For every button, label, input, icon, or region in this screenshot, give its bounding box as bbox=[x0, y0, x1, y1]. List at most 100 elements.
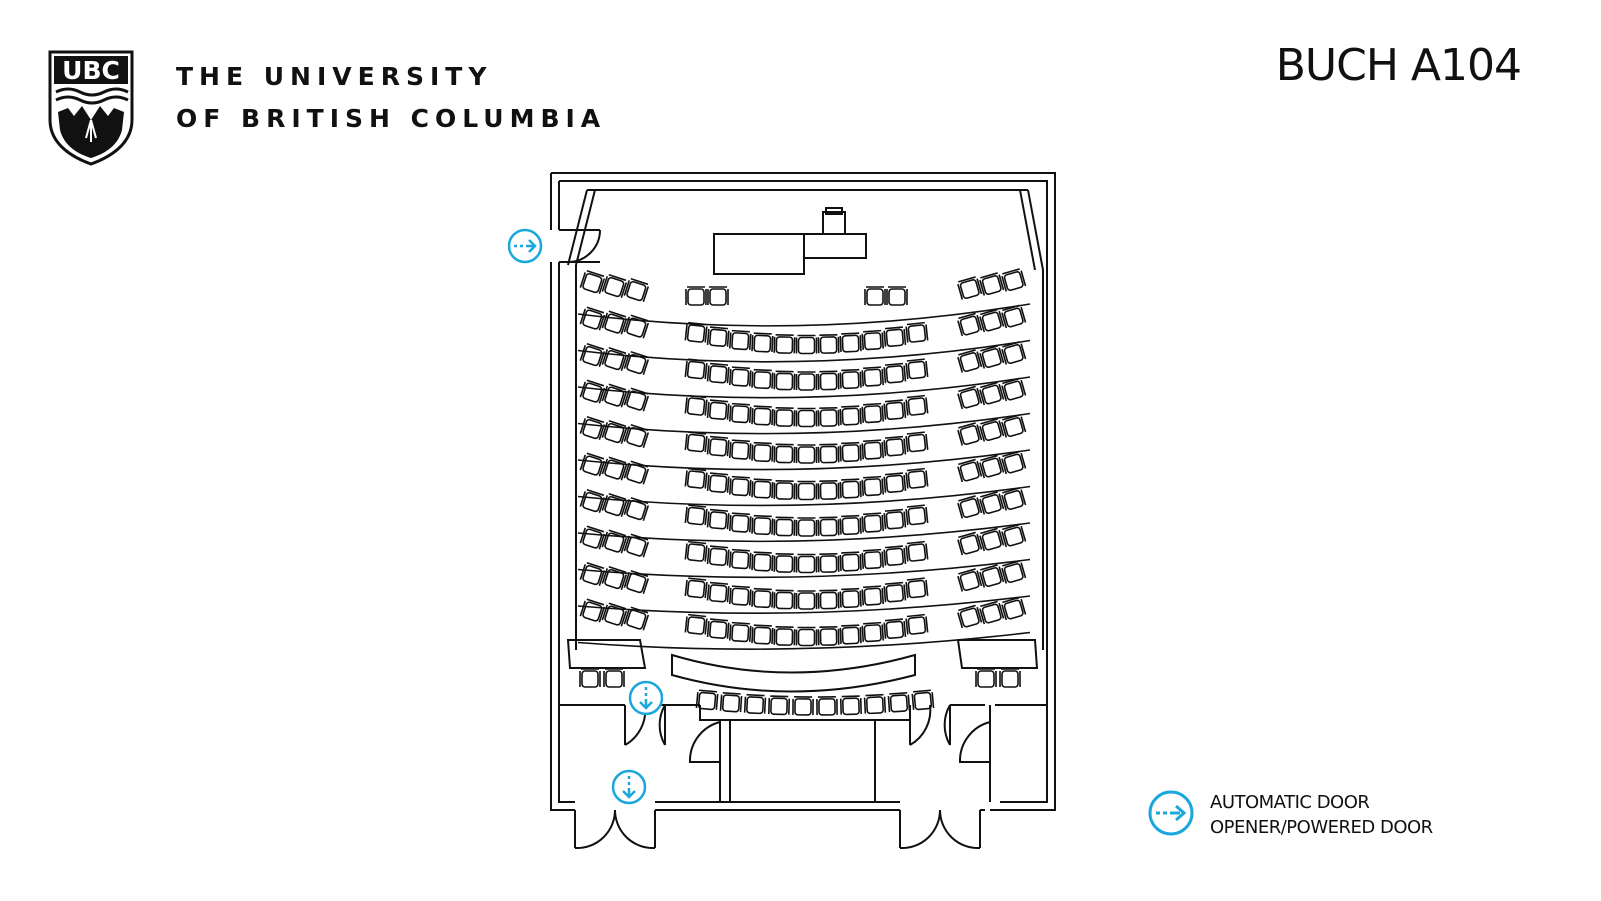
seat bbox=[1001, 523, 1027, 548]
seat bbox=[905, 577, 929, 599]
legend-line2: OPENER/POWERED DOOR bbox=[1210, 817, 1433, 838]
front-table-left bbox=[566, 639, 647, 669]
seat bbox=[817, 370, 840, 391]
seat bbox=[905, 467, 929, 489]
svg-text:UBC: UBC bbox=[62, 56, 120, 85]
door-back-1 bbox=[624, 704, 666, 746]
seat bbox=[817, 553, 840, 573]
seat bbox=[839, 514, 862, 536]
seat bbox=[579, 269, 606, 294]
seat bbox=[706, 435, 730, 457]
inner-wall bbox=[559, 180, 1048, 803]
seat bbox=[623, 387, 650, 412]
automatic-door-marker-icon bbox=[611, 769, 647, 805]
ubc-crest-logo: UBC bbox=[48, 50, 134, 166]
seat bbox=[839, 624, 862, 645]
seat bbox=[706, 362, 730, 384]
seat bbox=[883, 508, 907, 530]
seat bbox=[579, 379, 606, 404]
seat bbox=[1001, 596, 1027, 621]
seat bbox=[706, 545, 730, 567]
front-table-center bbox=[671, 653, 916, 693]
legend-line1: AUTOMATIC DOOR bbox=[1210, 792, 1370, 813]
seat bbox=[623, 423, 650, 448]
seat bbox=[839, 441, 862, 463]
seat bbox=[684, 431, 708, 453]
seat bbox=[883, 472, 907, 494]
seat bbox=[751, 368, 774, 390]
seat bbox=[601, 273, 628, 298]
seat bbox=[883, 581, 907, 603]
seat bbox=[728, 585, 752, 606]
seat bbox=[751, 587, 774, 609]
seat bbox=[817, 626, 840, 646]
automatic-door-marker-icon bbox=[507, 228, 543, 264]
seat bbox=[817, 443, 840, 464]
seat bbox=[579, 598, 606, 623]
seat bbox=[728, 439, 752, 460]
legend-text: AUTOMATIC DOOR OPENER/POWERED DOOR bbox=[1210, 790, 1433, 840]
seat bbox=[839, 332, 862, 353]
seat bbox=[795, 553, 818, 574]
seat bbox=[887, 691, 911, 713]
seat bbox=[601, 383, 628, 408]
seat bbox=[773, 516, 796, 537]
seat bbox=[1001, 341, 1027, 365]
seat bbox=[684, 613, 708, 635]
door-exit-left bbox=[574, 809, 656, 850]
seat bbox=[751, 332, 774, 353]
seat bbox=[795, 444, 818, 464]
row-desk-line bbox=[577, 376, 1031, 399]
seat bbox=[728, 512, 752, 533]
seat bbox=[817, 589, 840, 610]
seat bbox=[905, 613, 929, 635]
seat bbox=[728, 402, 752, 424]
seat bbox=[751, 624, 774, 645]
row-desk-line bbox=[577, 412, 1031, 435]
seat bbox=[706, 472, 730, 494]
seat bbox=[861, 329, 885, 351]
seat bbox=[751, 551, 774, 572]
seat bbox=[792, 696, 814, 716]
seat bbox=[1001, 377, 1027, 402]
seat bbox=[623, 606, 650, 631]
university-name: THE UNIVERSITY OF BRITISH COLUMBIA bbox=[176, 56, 606, 140]
seat bbox=[957, 422, 983, 446]
seat bbox=[579, 488, 606, 513]
seat bbox=[883, 362, 907, 384]
seat bbox=[579, 668, 601, 688]
seat bbox=[728, 329, 752, 351]
seat bbox=[861, 475, 885, 497]
seat bbox=[1001, 268, 1027, 292]
seat bbox=[979, 345, 1005, 369]
seat bbox=[905, 431, 929, 453]
seat bbox=[706, 399, 730, 421]
seat bbox=[579, 452, 606, 477]
seat bbox=[979, 564, 1005, 588]
university-name-line1: THE UNIVERSITY bbox=[176, 62, 493, 91]
seat bbox=[1001, 414, 1027, 438]
seat bbox=[601, 419, 628, 444]
seat bbox=[623, 277, 650, 302]
seat bbox=[685, 286, 707, 306]
seat bbox=[979, 418, 1005, 442]
outer-wall bbox=[551, 172, 1056, 811]
seat bbox=[751, 514, 774, 536]
seat bbox=[795, 407, 818, 428]
seat bbox=[773, 480, 796, 500]
seat bbox=[883, 545, 907, 567]
seat bbox=[957, 495, 983, 519]
seat bbox=[863, 693, 887, 715]
seat bbox=[1001, 450, 1027, 475]
seat bbox=[773, 626, 796, 646]
seat bbox=[579, 342, 606, 367]
seat bbox=[839, 368, 862, 390]
row-desk-line bbox=[577, 485, 1031, 507]
seat bbox=[601, 456, 628, 481]
seat bbox=[684, 467, 708, 489]
door-exit-right bbox=[899, 809, 981, 850]
seat bbox=[601, 310, 628, 335]
seat bbox=[706, 508, 730, 530]
seat bbox=[751, 405, 774, 426]
